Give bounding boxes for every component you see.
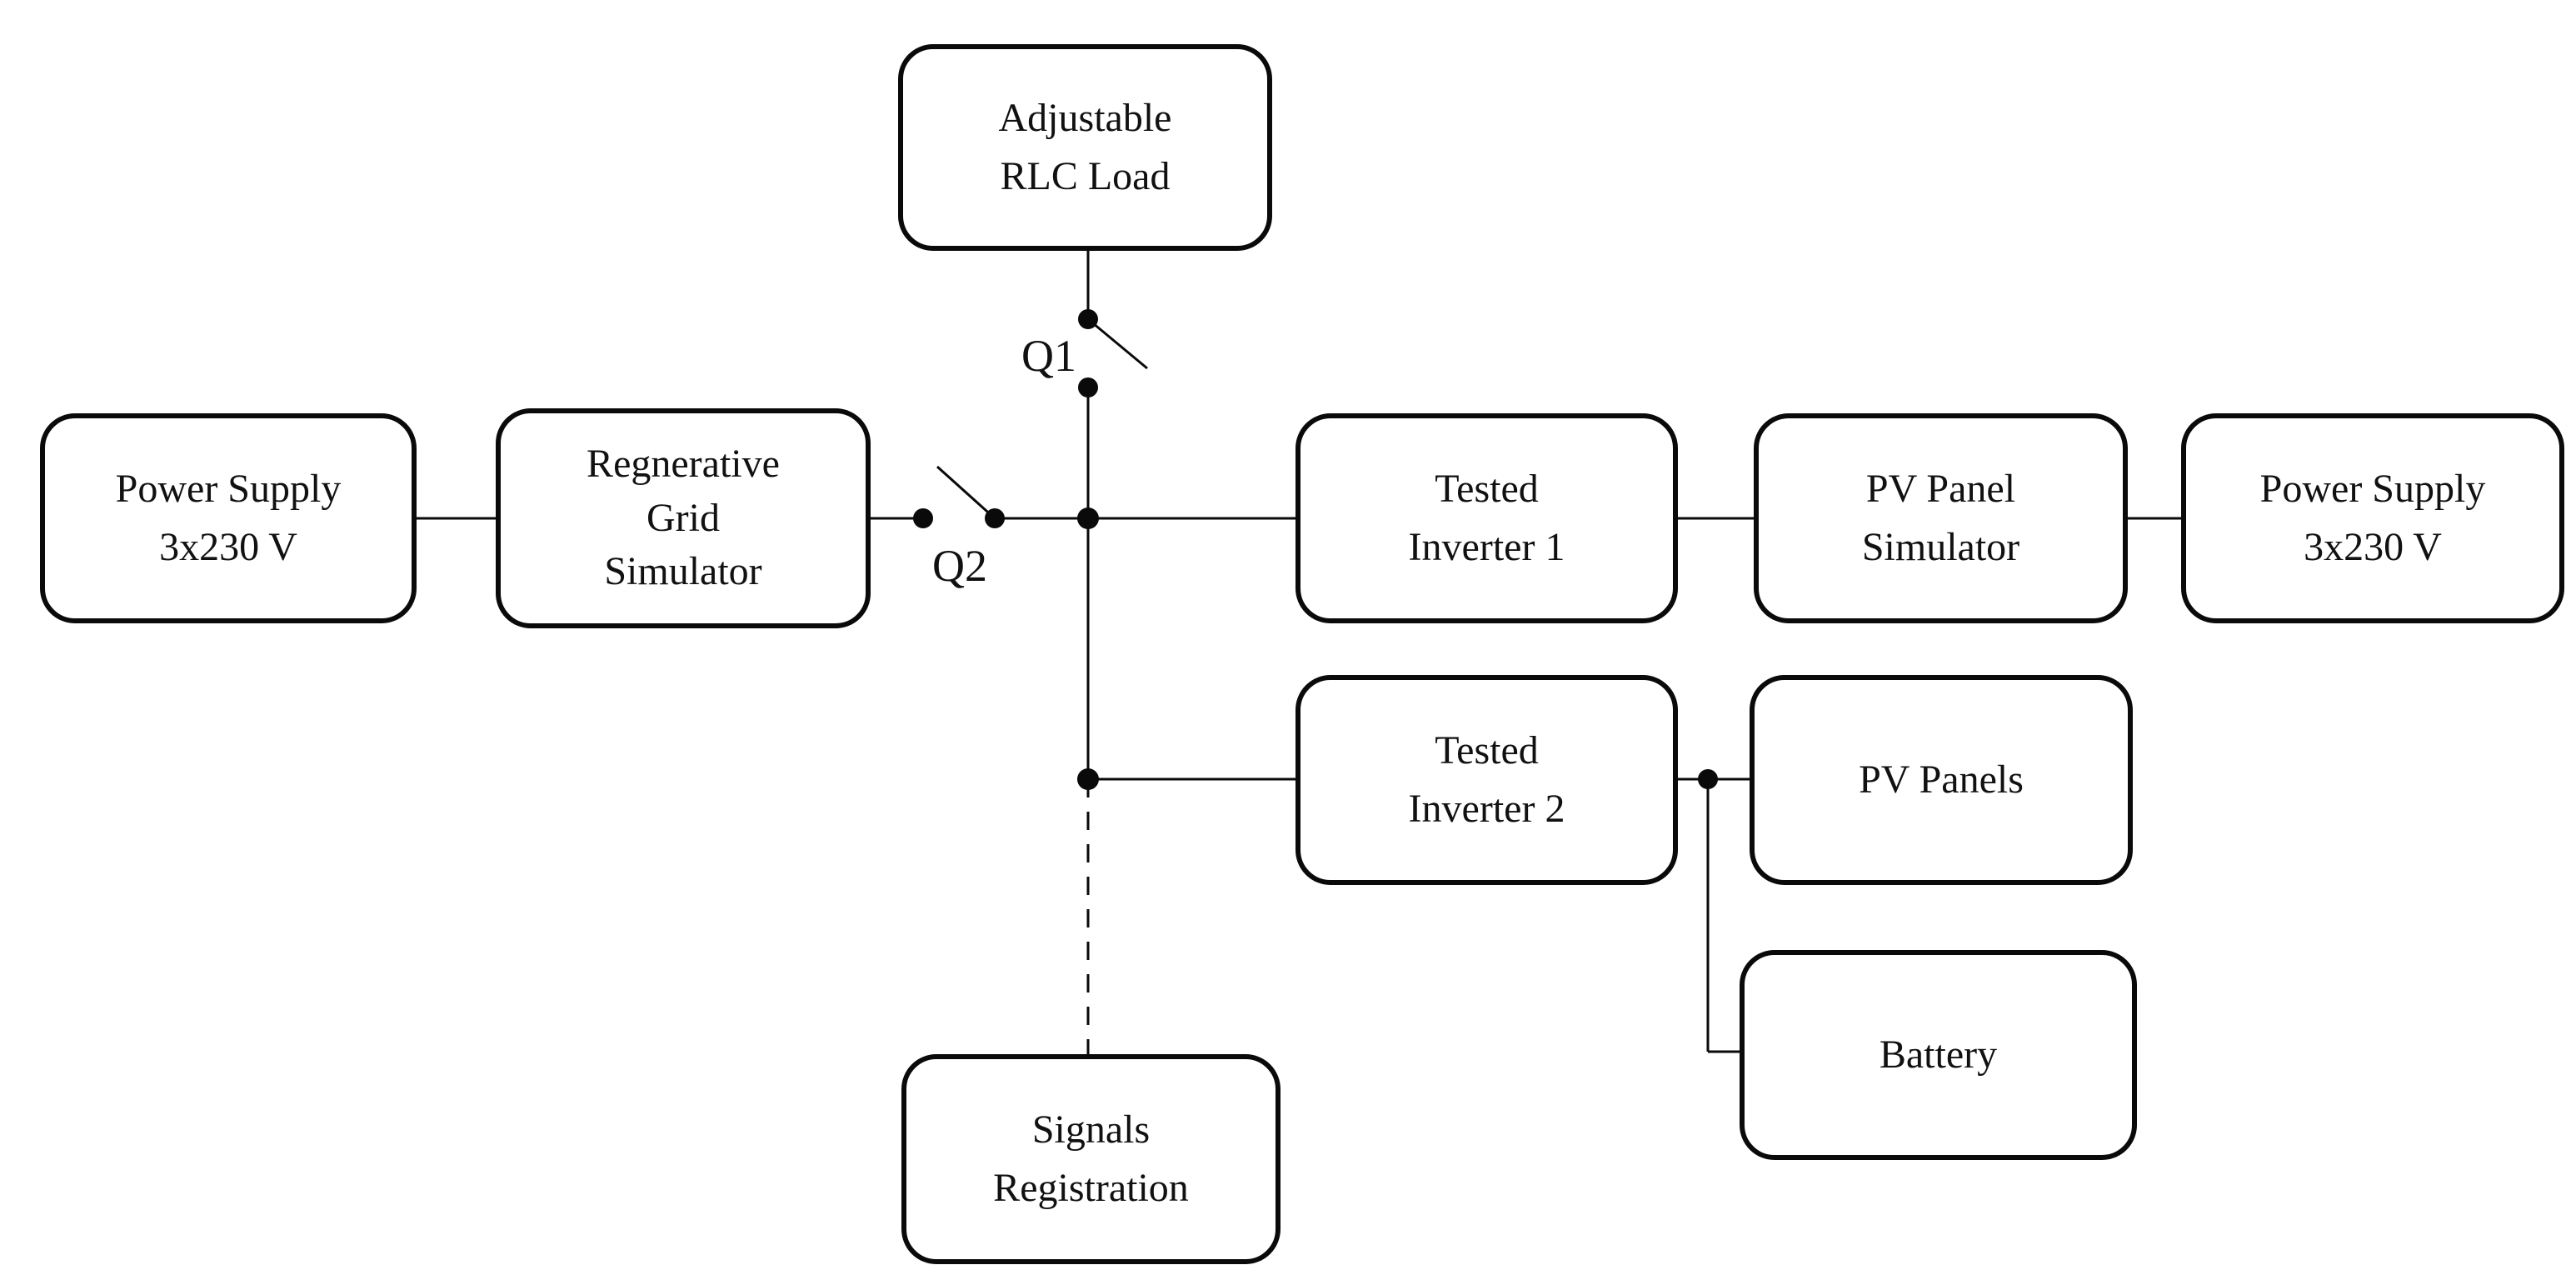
switch-q2-left-terminal (913, 508, 933, 528)
box-battery-label: Battery (1879, 1032, 1998, 1078)
switch-q1-blade (1087, 318, 1148, 370)
switch-q1-bottom-terminal (1078, 378, 1098, 398)
junction-dot-battery-tap (1698, 769, 1718, 789)
junction-dot-main (1077, 508, 1099, 529)
box-power-supply-left-label: Power Supply 3x230 V (115, 467, 342, 569)
box-pv-panel-simulator-label: PV Panel Simulator (1861, 467, 2020, 569)
box-tested-inverter-1-label: Tested Inverter 1 (1408, 467, 1565, 569)
box-pv-panels-label: PV Panels (1859, 758, 2024, 802)
box-signals-registration-label: Signals Registration (993, 1108, 1189, 1210)
switch-q1-top-terminal (1078, 309, 1098, 329)
box-regenerative-grid-simulator: Regnerative Grid Simulator (496, 408, 871, 628)
box-signals-registration: Signals Registration (901, 1054, 1281, 1264)
switch-q2-right-terminal (985, 508, 1005, 528)
box-power-supply-right-label: Power Supply 3x230 V (2259, 467, 2486, 569)
box-tested-inverter-2: Tested Inverter 2 (1295, 675, 1678, 885)
box-power-supply-right: Power Supply 3x230 V (2181, 413, 2564, 623)
box-adjustable-rlc-load-label: Adjustable RLC Load (998, 96, 1172, 198)
switch-q2-blade (936, 465, 996, 520)
junction-dot-row2 (1077, 768, 1099, 790)
switch-q1-label: Q1 (1021, 331, 1076, 381)
box-adjustable-rlc-load: Adjustable RLC Load (898, 44, 1272, 251)
switch-q2-label: Q2 (932, 541, 987, 591)
box-regenerative-grid-simulator-label: Regnerative Grid Simulator (587, 441, 780, 594)
box-tested-inverter-1: Tested Inverter 1 (1295, 413, 1678, 623)
box-battery: Battery (1740, 950, 2137, 1160)
box-pv-panels: PV Panels (1750, 675, 2133, 885)
box-power-supply-left: Power Supply 3x230 V (40, 413, 417, 623)
box-tested-inverter-2-label: Tested Inverter 2 (1408, 728, 1565, 831)
box-pv-panel-simulator: PV Panel Simulator (1754, 413, 2128, 623)
